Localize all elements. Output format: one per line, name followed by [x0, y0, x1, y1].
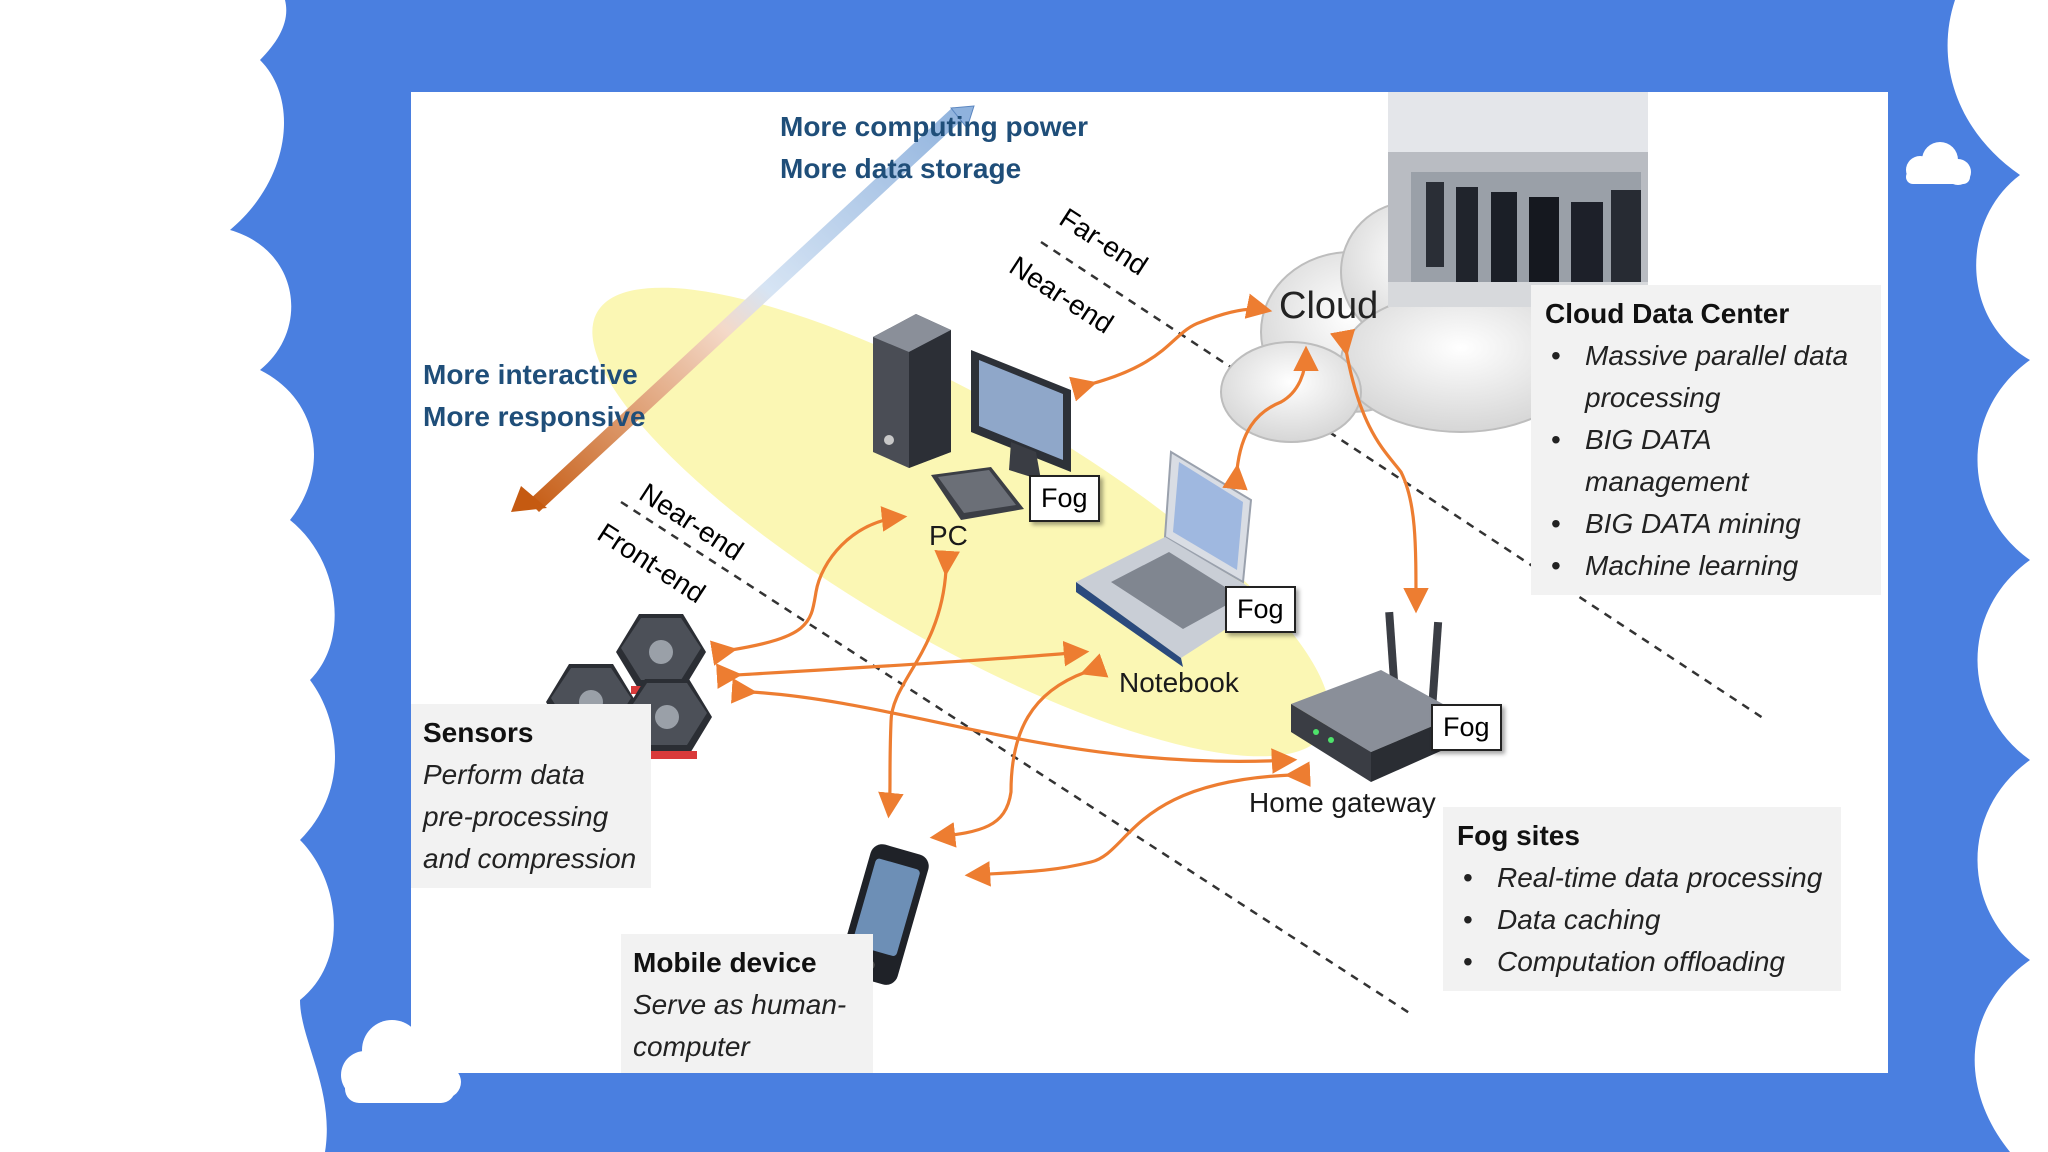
far-end-boundary-line: [1040, 240, 1767, 722]
mobile-device-title: Mobile device: [633, 947, 817, 978]
diagram-panel: More computing power More data storage M…: [411, 92, 1888, 1073]
fog-site-item: Real-time data processing: [1457, 857, 1827, 899]
mobile-device-box: Mobile device Serve as human-computer in…: [621, 934, 873, 1073]
fog-sites-box: Fog sites Real-time data processing Data…: [1443, 807, 1841, 991]
fog-site-item: Computation offloading: [1457, 941, 1827, 983]
cloud-label: Cloud: [1279, 285, 1379, 327]
scale-bottom-label-2: More responsive: [423, 401, 646, 432]
sensors-box: Sensors Perform data pre-processing and …: [411, 704, 651, 888]
mobile-device-text: Serve as human-computer interfaces: [633, 989, 847, 1062]
sensors-title: Sensors: [423, 717, 534, 748]
cloud-data-center-title: Cloud Data Center: [1545, 298, 1790, 329]
small-cloud-icon-right: [1906, 142, 1971, 185]
cdc-item: BIG DATA mining: [1545, 503, 1867, 545]
fog-sites-list: Real-time data processing Data caching C…: [1457, 857, 1827, 983]
fog-site-item: Data caching: [1457, 899, 1827, 941]
notebook-fog-tag: Fog: [1225, 586, 1296, 633]
laptop-icon: [1076, 450, 1271, 667]
keyboard-icon: [931, 467, 1024, 520]
cloud-data-center-box: Cloud Data Center Massive parallel data …: [1531, 285, 1881, 595]
cloud-data-center-list: Massive parallel data processing BIG DAT…: [1545, 335, 1867, 587]
router-icon: [1291, 611, 1461, 782]
gateway-label: Home gateway: [1249, 787, 1436, 818]
fog-sites-title: Fog sites: [1457, 820, 1580, 851]
server-tower-icon: [873, 314, 951, 468]
monitor-icon: [971, 350, 1071, 480]
scale-arrow: [511, 105, 975, 512]
notebook-label: Notebook: [1119, 667, 1239, 698]
cdc-item: Machine learning: [1545, 545, 1867, 587]
scale-bottom-label-1: More interactive: [423, 359, 638, 390]
scale-top-label-1: More computing power: [780, 111, 1088, 142]
fog-computing-diagram: [511, 92, 1767, 1016]
sensors-text: Perform data pre-processing and compress…: [423, 759, 637, 874]
pc-label: PC: [929, 520, 968, 551]
scale-top-label-2: More data storage: [780, 153, 1022, 184]
gateway-fog-tag: Fog: [1431, 704, 1502, 751]
pc-fog-tag: Fog: [1029, 475, 1100, 522]
cdc-item: BIG DATA management: [1545, 419, 1867, 503]
connection-arrows: [709, 293, 1429, 887]
cdc-item: Massive parallel data processing: [1545, 335, 1867, 419]
datacenter-photo: [1388, 92, 1648, 307]
